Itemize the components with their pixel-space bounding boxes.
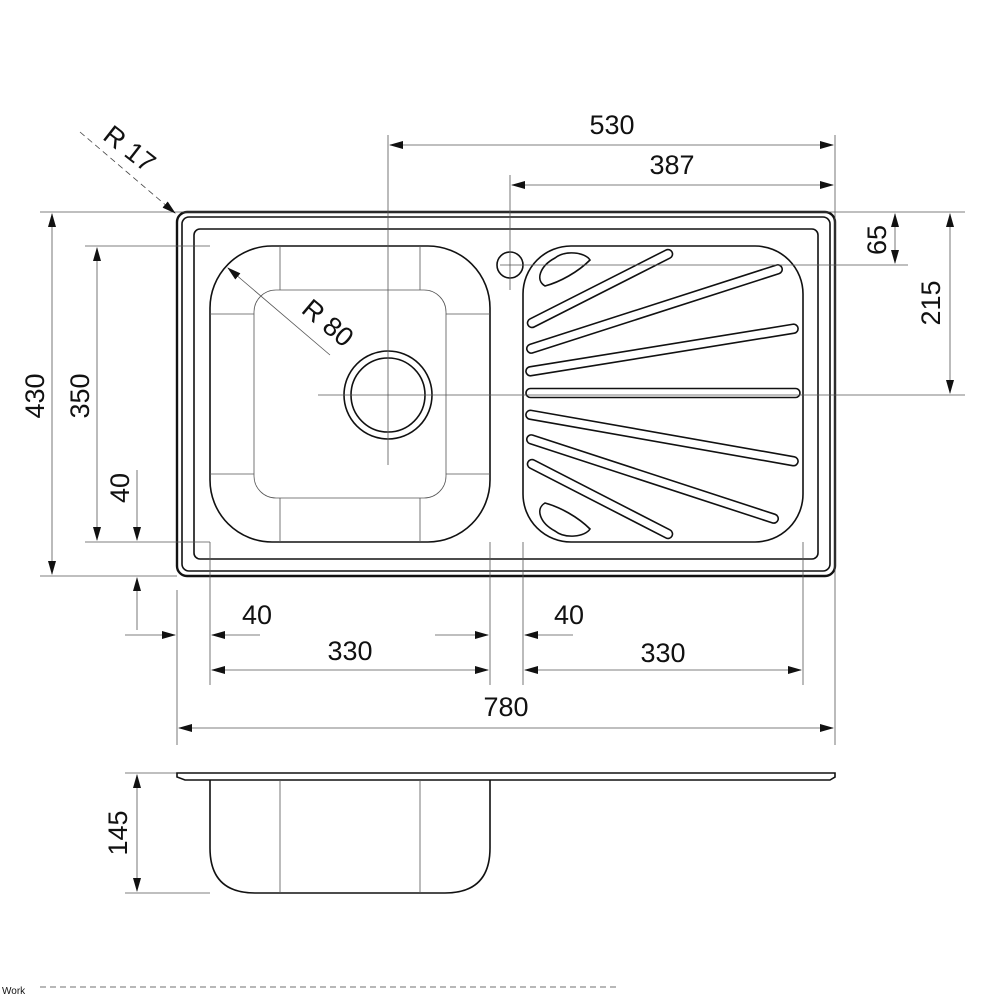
drainer-groove [526,248,674,329]
drainer-outline [522,245,804,543]
dim-left-margin: 40 [242,600,272,630]
radius-bowl-label: R 80 [296,293,359,353]
sink-inner-edge [193,228,819,560]
center-lines [40,135,965,894]
drainer-groove [525,409,799,467]
dim-drain-offset-y: 215 [916,280,946,325]
radius-corner-label: R 17 [98,120,161,179]
side-bowl [209,780,491,894]
drainer-groove [525,323,799,377]
drainer-groove [526,458,674,540]
dim-overall-width: 780 [483,692,528,722]
drainer-groove [525,434,780,524]
dim-drainer-width: 330 [640,638,685,668]
sink-top-view [175,210,837,578]
side-rim [176,772,836,781]
dim-bottom-margin: 40 [105,473,135,503]
dim-tap-offset-x: 530 [589,110,634,140]
drainer-groove [525,264,784,354]
dim-bowl-width: 330 [327,636,372,666]
sink-outer-rim [175,210,837,578]
dim-drainer-margin: 40 [554,600,584,630]
drainer-groove [525,387,801,399]
footer-label: Work [2,986,26,997]
dim-bowl-depth: 350 [65,373,95,418]
dim-drainer-offset-x: 387 [649,150,694,180]
dimension-lines [48,131,954,892]
dim-top-margin: 65 [862,225,892,255]
dim-basin-height: 145 [103,810,133,855]
bowl-outline [209,245,491,543]
bowl-floor [253,289,447,499]
dim-overall-depth: 430 [20,373,50,418]
sink-rim-edge [181,216,831,572]
sink-side-view [176,772,836,894]
drainer-grooves [525,248,801,540]
